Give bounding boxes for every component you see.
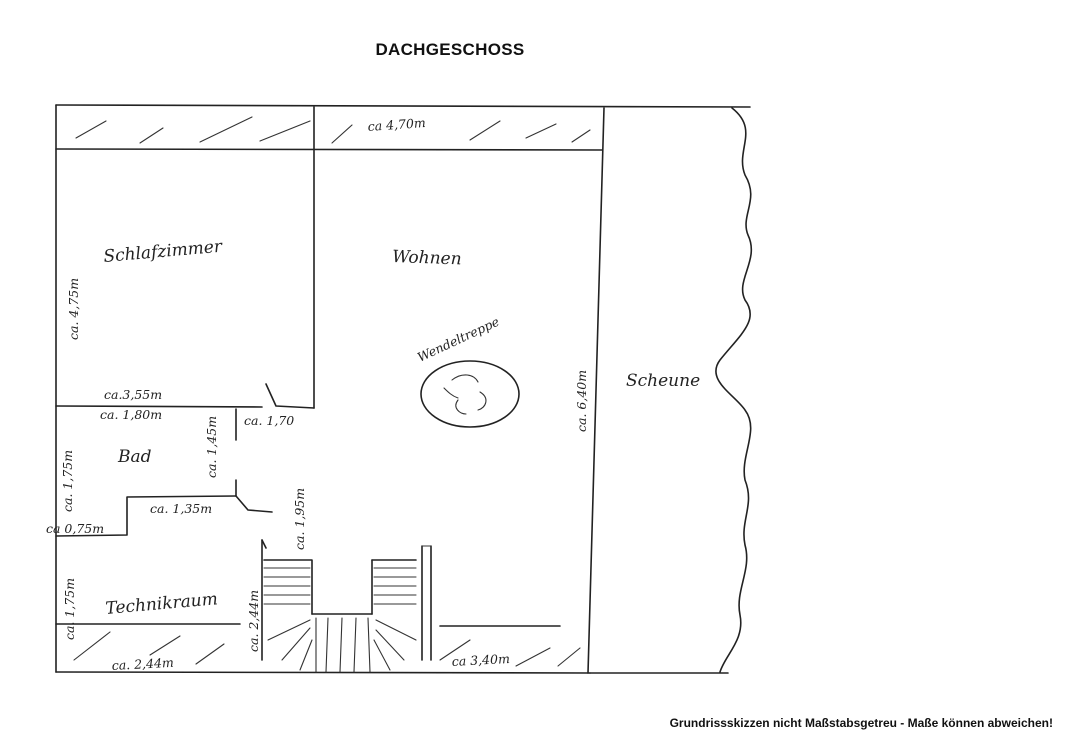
room-label-technikraum: Technikraum xyxy=(105,589,219,619)
dim-step-width: ca 0,75m xyxy=(46,521,104,536)
page-title: DACHGESCHOSS xyxy=(375,40,525,59)
roof-hatching xyxy=(75,116,591,144)
main-stairs xyxy=(263,545,432,673)
scheune-wavy-edge xyxy=(715,107,753,673)
dim-wohnen-height: ca. 6,40m xyxy=(574,370,589,432)
technik-hatching xyxy=(73,631,581,667)
dim-technik-width: ca. 2,44m xyxy=(111,655,174,673)
dim-stair-side: ca. 2,44m xyxy=(246,590,261,652)
room-label-wohnen: Wohnen xyxy=(392,247,462,269)
disclaimer-footnote: Grundrissskizzen nicht Maßstabsgetreu - … xyxy=(669,716,1053,730)
dim-bad-height: ca. 1,75m xyxy=(60,450,75,512)
room-label-bad: Bad xyxy=(117,447,152,467)
dim-bad-bottom: ca. 1,35m xyxy=(150,501,212,516)
dim-top-width: ca 4,70m xyxy=(367,115,426,134)
walls xyxy=(55,104,751,674)
dim-bad-width: ca. 1,80m xyxy=(100,407,162,422)
dim-bad-small-height: ca. 1,45m xyxy=(204,416,219,478)
dim-bottom-right: ca 3,40m xyxy=(451,651,510,669)
dim-stair-height: ca. 1,95m xyxy=(292,488,307,550)
dim-schlaf-width: ca.3,55m xyxy=(104,387,162,402)
label-wendeltreppe: Wendeltreppe xyxy=(415,314,502,365)
dim-schlaf-height: ca. 4,75m xyxy=(66,278,81,340)
spiral-staircase xyxy=(420,360,520,428)
dim-technik-height: ca. 1,75m xyxy=(62,578,77,640)
room-label-schlafzimmer: Schlafzimmer xyxy=(103,237,224,267)
dim-corridor: ca. 1,70 xyxy=(244,413,294,428)
room-label-scheune: Scheune xyxy=(626,371,700,391)
